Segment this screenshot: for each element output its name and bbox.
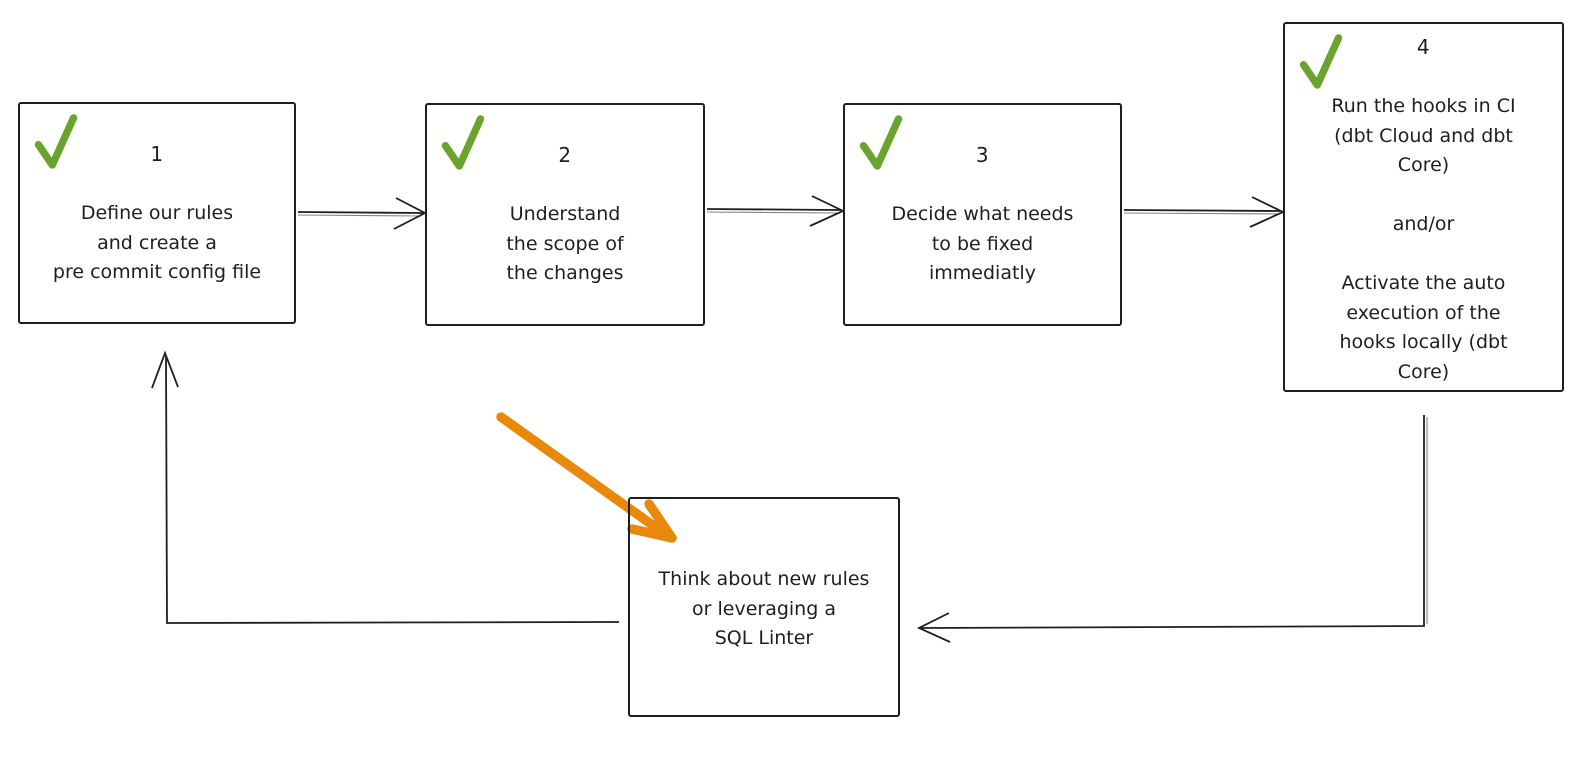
step-text: Run the hooks in CI (dbt Cloud and dbt C… [1285, 92, 1562, 387]
step-text-line: the scope of [506, 232, 624, 255]
step-number: 1 [150, 142, 164, 166]
step-text-line: Decide what needs [891, 203, 1074, 225]
step-box-4: 4 Run the hooks in CI (dbt Cloud and dbt… [1283, 22, 1564, 392]
step-text: Understand the scope of the changes [427, 200, 703, 289]
step-box-3: 3 Decide what needs to be fixed immediat… [843, 103, 1122, 326]
step-text-line: and create a [97, 231, 217, 254]
arrow-loopbox-to-step1 [151, 350, 620, 624]
checkmark-icon [34, 114, 78, 169]
step-text-line: immediatly [929, 262, 1036, 284]
step-text-line: and/or [1392, 213, 1455, 235]
step-text-line: Define our rules [80, 202, 234, 224]
step-number: 3 [975, 143, 990, 167]
step-text-line [1285, 240, 1562, 270]
step-text-line: to be fixed [931, 232, 1034, 255]
arrow-step2-to-step3 [706, 195, 846, 227]
step-text-line: hooks locally (dbt [1339, 331, 1508, 353]
loop-text-line: Think about new rules [658, 568, 870, 590]
loop-box: Think about new rules or leveraging a SQ… [628, 497, 900, 717]
loop-text-line: SQL Linter [714, 627, 814, 649]
step-number: 2 [558, 143, 572, 167]
arrow-step4-to-loopbox [916, 415, 1428, 643]
step-text-line: execution of the [1346, 301, 1501, 324]
step-text-line: Run the hooks in CI [1331, 95, 1516, 117]
arrow-step1-to-step2 [297, 197, 427, 230]
step-text-line: (dbt Cloud and dbt [1334, 124, 1513, 147]
checkmark-icon [1299, 34, 1343, 89]
step-text: Define our rules and create a pre commit… [20, 199, 294, 288]
arrow-step3-to-step4 [1123, 196, 1286, 228]
loop-text-line: or leveraging a [692, 597, 836, 620]
step-box-2: 2 Understand the scope of the changes [425, 103, 705, 326]
checkmark-icon [859, 115, 903, 170]
loop-box-text: Think about new rules or leveraging a SQ… [630, 565, 898, 654]
step-text-line [1285, 181, 1562, 211]
step-text-line: Core) [1397, 154, 1450, 176]
step-text-line: Core) [1397, 360, 1450, 383]
checkmark-icon [441, 115, 485, 170]
step-text-line: the changes [506, 262, 624, 284]
step-text: Decide what needs to be fixed immediatly [845, 200, 1120, 289]
step-text-line: Activate the auto [1341, 272, 1506, 294]
step-number: 4 [1416, 35, 1431, 59]
step-text-line: pre commit config file [52, 261, 262, 283]
step-box-1: 1 Define our rules and create a pre comm… [18, 102, 296, 324]
step-text-line: Understand [509, 203, 621, 225]
